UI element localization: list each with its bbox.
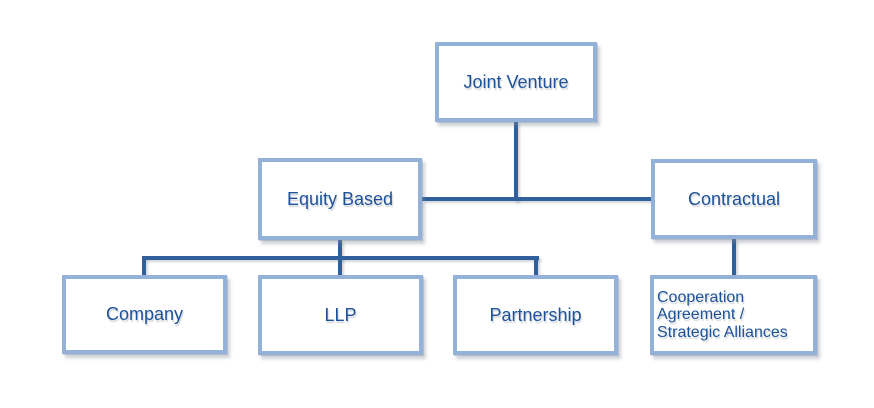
node-contractual-label: Contractual [687, 188, 781, 209]
node-partnership-label: Partnership [489, 304, 582, 325]
node-company: Company [62, 275, 227, 354]
node-cooperation-agreement: Cooperation Agreement / Strategic Allian… [650, 275, 817, 355]
connector-llp-drop [338, 258, 342, 275]
connector-jointventure-down [514, 122, 518, 201]
connector-partnership-drop [534, 258, 538, 275]
node-joint-venture: Joint Venture [435, 42, 597, 122]
connector-level2-horizontal [422, 197, 651, 201]
node-company-label: Company [105, 304, 184, 325]
node-joint-venture-label: Joint Venture [463, 71, 569, 92]
connector-company-drop [142, 258, 146, 275]
node-cooperation-agreement-label: Cooperation Agreement / Strategic Allian… [657, 289, 788, 341]
node-llp: LLP [258, 275, 423, 355]
node-llp-label: LLP [324, 304, 357, 325]
node-contractual: Contractual [651, 159, 817, 239]
node-equity-based: Equity Based [258, 158, 422, 240]
node-partnership: Partnership [453, 275, 618, 355]
node-equity-based-label: Equity Based [286, 188, 394, 209]
connector-equitybased-down [338, 240, 342, 260]
connector-contractual-drop [732, 239, 736, 275]
